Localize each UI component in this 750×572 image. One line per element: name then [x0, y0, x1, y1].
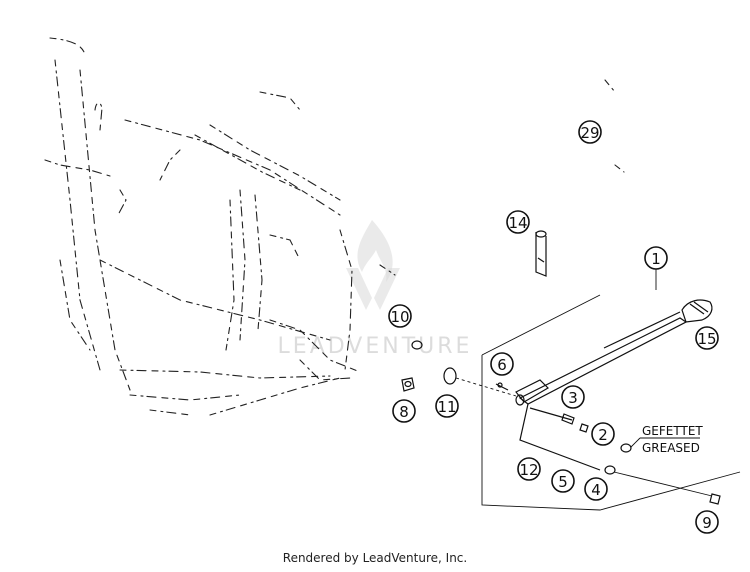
callout-label: 10: [390, 308, 409, 326]
callout-label: 3: [568, 389, 578, 407]
callout-label: 8: [399, 403, 409, 421]
part-spring-pin-6: [495, 382, 509, 391]
part-grommet-10: [411, 340, 423, 350]
callout-11: 11: [435, 394, 459, 418]
watermark-text: LEADVENTURE: [278, 334, 473, 359]
footer-credit: Rendered by LeadVenture, Inc.: [282, 551, 468, 565]
callout-5: 5: [551, 469, 575, 493]
callout-14: 14: [506, 210, 530, 234]
callout-8: 8: [392, 399, 416, 423]
callout-label: 29: [580, 124, 599, 142]
greased-note: GEFETTET GREASED: [630, 424, 703, 455]
callout-label: 1: [651, 250, 661, 268]
callout-label: 5: [558, 473, 568, 491]
callout-3: 3: [561, 385, 585, 409]
note-german: GEFETTET: [642, 424, 703, 438]
part-bolt-3: [529, 407, 575, 425]
part-bolt-9: [709, 493, 721, 505]
part-nut-2: [579, 423, 589, 433]
callout-29: 29: [578, 120, 602, 144]
leadventure-watermark: LEADVENTURE: [278, 220, 473, 359]
callout-label: 11: [437, 398, 456, 416]
kit-boundary-box: [481, 294, 741, 511]
callout-label: 15: [697, 330, 716, 348]
callout-2: 2: [591, 422, 615, 446]
part-bushing-8: [401, 377, 415, 392]
part-foot-15: [681, 299, 713, 323]
part-sleeve-14: [535, 230, 547, 277]
callout-label: 12: [519, 461, 538, 479]
callout-label: 6: [497, 356, 507, 374]
part-washer-4: [604, 465, 616, 475]
part-grease-nipple: [620, 443, 632, 453]
callout-12: 12: [517, 457, 541, 481]
callout-1: 1: [644, 246, 668, 270]
callout-label: 4: [591, 481, 601, 499]
callout-15: 15: [695, 326, 719, 350]
callout-4: 4: [584, 477, 608, 501]
callout-label: 14: [508, 214, 527, 232]
callout-9: 9: [695, 510, 719, 534]
callout-label: 2: [598, 426, 608, 444]
part-washer-11: [443, 367, 457, 385]
frame-ghost-outline: [44, 37, 625, 416]
callout-6: 6: [490, 352, 514, 376]
callout-label: 9: [702, 514, 712, 532]
note-english: GREASED: [642, 441, 700, 455]
callout-10: 10: [388, 304, 412, 328]
